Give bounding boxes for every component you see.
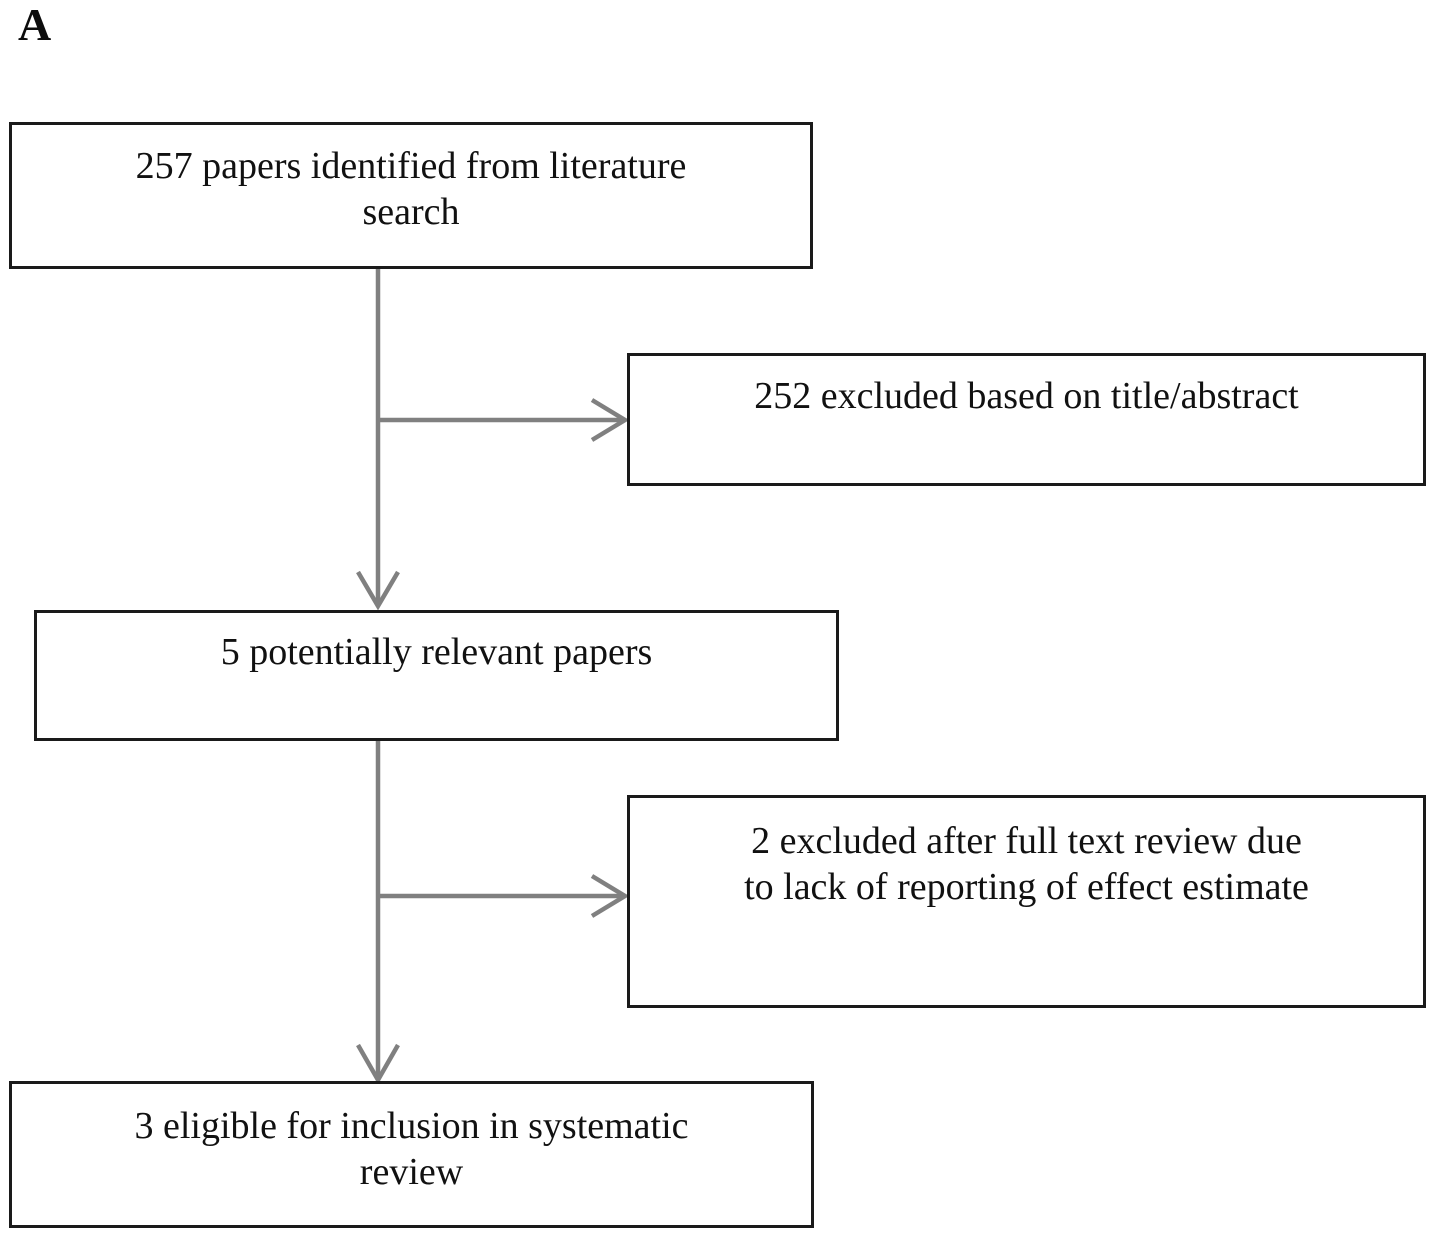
box-eligible-for-inclusion-text: 3 eligible for inclusion in systematic r… bbox=[134, 1105, 689, 1194]
box-papers-identified: 257 papers identified from literature se… bbox=[9, 122, 813, 269]
box-potentially-relevant-text: 5 potentially relevant papers bbox=[220, 631, 653, 673]
box-excluded-title-abstract: 252 excluded based on title/abstract bbox=[627, 353, 1426, 486]
connector-identified-to-excluded-title bbox=[378, 398, 630, 442]
box-excluded-full-text-review: 2 excluded after full text review due to… bbox=[627, 795, 1426, 1008]
connector-identified-to-potential bbox=[356, 268, 400, 611]
panel-label: A bbox=[18, 0, 52, 50]
connector-potential-to-excluded-fulltext bbox=[378, 874, 630, 918]
box-papers-identified-text: 257 papers identified from literature se… bbox=[135, 145, 687, 234]
box-eligible-for-inclusion: 3 eligible for inclusion in systematic r… bbox=[9, 1081, 814, 1228]
connector-potential-to-eligible bbox=[356, 741, 400, 1085]
box-potentially-relevant: 5 potentially relevant papers bbox=[34, 610, 839, 741]
box-excluded-title-abstract-text: 252 excluded based on title/abstract bbox=[754, 375, 1299, 417]
box-excluded-full-text-review-text: 2 excluded after full text review due to… bbox=[744, 820, 1309, 909]
